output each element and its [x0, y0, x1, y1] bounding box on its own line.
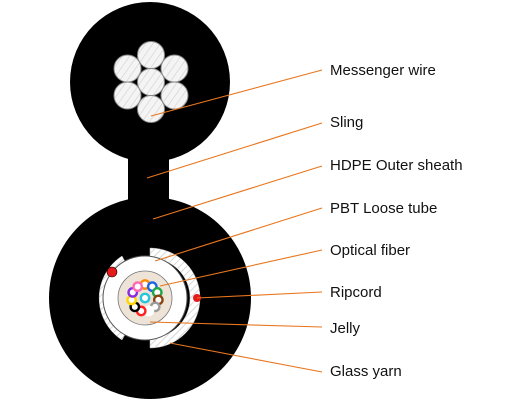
leader-optical-fiber: [159, 249, 323, 287]
messenger-wire: [113, 41, 189, 123]
leader-messenger-wire: [150, 69, 323, 117]
label-jelly: Jelly: [330, 320, 361, 337]
leader-ripcord: [196, 291, 323, 299]
leader-hdpe-outer-sheath: [152, 165, 323, 220]
leader-jelly: [149, 321, 323, 328]
label-hdpe-outer-sheath: HDPE Outer sheath: [330, 157, 463, 174]
leader-lines: [146, 69, 323, 373]
label-glass-yarn: Glass yarn: [330, 363, 402, 380]
label-ripcord: Ripcord: [330, 284, 382, 301]
label-sling: Sling: [330, 114, 363, 131]
optical-fiber-12: [139, 292, 151, 304]
leader-pbt-loose-tube: [154, 207, 323, 262]
ripcord-left: [106, 266, 118, 278]
label-optical-fiber: Optical fiber: [330, 242, 410, 259]
optical-fibers: [126, 279, 164, 317]
leader-sling: [146, 122, 323, 179]
label-pbt-loose-tube: PBT Loose tube: [330, 200, 437, 217]
leader-glass-yarn: [169, 342, 323, 373]
label-messenger-wire: Messenger wire: [330, 62, 436, 79]
optical-fiber-11: [132, 281, 144, 293]
